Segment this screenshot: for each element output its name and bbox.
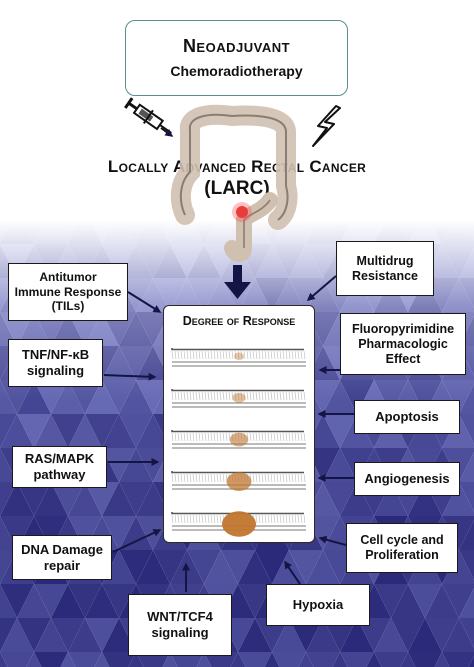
factor-tnf-nfkb: TNF/NF-κB signaling	[8, 339, 103, 387]
factor-text: Pharmacologic	[358, 336, 448, 351]
factor-text: DNA Damage	[21, 541, 103, 557]
factor-cell-cycle: Cell cycle and Proliferation	[346, 523, 458, 573]
factor-apoptosis: Apoptosis	[354, 400, 460, 434]
factor-angiogenesis: Angiogenesis	[354, 462, 460, 496]
factor-fluoropyrimidine: Fluoropyrimidine Pharmacologic Effect	[340, 313, 466, 375]
factor-text: Cell cycle and	[360, 533, 444, 547]
factor-text: Multidrug	[356, 253, 414, 268]
factor-text: Immune Response	[14, 284, 122, 299]
degree-of-response-panel: Degree of Response	[163, 305, 315, 543]
title-line-1: Neoadjuvant	[182, 35, 291, 56]
factor-text: WNT/TCF4	[147, 609, 213, 625]
disease-abbrev: (LARC)	[204, 178, 270, 199]
neoadjuvant-title-box: Neoadjuvant Chemoradiotherapy	[125, 20, 348, 96]
title-line-2: Chemoradiotherapy	[170, 63, 303, 80]
factor-antitumor-immune: Antitumor Immune Response (TILs)	[8, 263, 128, 321]
factor-text: repair	[43, 557, 81, 573]
factor-text: Apoptosis	[375, 409, 439, 425]
factor-text: signaling	[151, 625, 209, 640]
disease-title: Locally Advanced Rectal Cancer	[107, 157, 367, 176]
factor-text: Proliferation	[365, 548, 439, 562]
factor-text: Angiogenesis	[364, 471, 450, 487]
factor-text: signaling	[26, 363, 85, 378]
factor-text: TNF/NF-κB	[21, 347, 90, 363]
factor-text: (TILs)	[51, 299, 85, 314]
factor-text: Hypoxia	[292, 597, 344, 613]
factor-ras-mapk: RAS/MAPK pathway	[12, 446, 107, 488]
factor-text: Effect	[385, 351, 421, 366]
factor-text: Antitumor	[39, 270, 97, 285]
factor-hypoxia: Hypoxia	[266, 584, 370, 626]
factor-wnt-tcf4: WNT/TCF4 signaling	[128, 594, 232, 656]
factor-text: RAS/MAPK	[24, 451, 95, 467]
degree-of-response-title: Degree of Response	[182, 314, 296, 328]
factor-text: Resistance	[351, 268, 418, 283]
factor-text: Fluoropyrimidine	[351, 321, 455, 336]
factor-multidrug-resistance: Multidrug Resistance	[336, 241, 434, 296]
factor-text: pathway	[33, 467, 86, 482]
factor-dna-damage: DNA Damage repair	[12, 535, 112, 580]
